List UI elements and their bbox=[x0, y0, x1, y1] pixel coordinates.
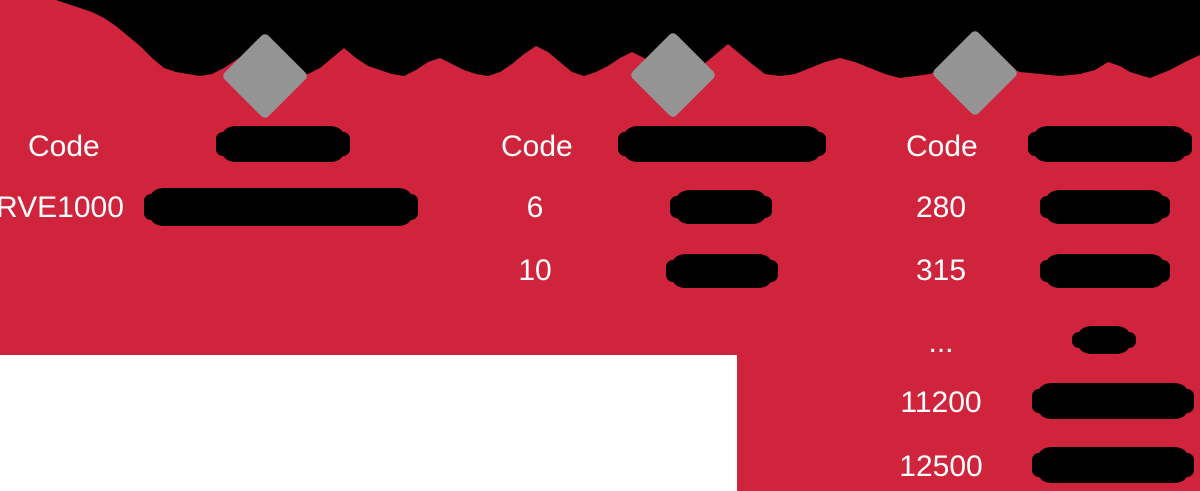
column-1-row-0-code: RVE1000 bbox=[0, 191, 124, 224]
column-3-description-header-redaction bbox=[1028, 126, 1192, 162]
column-2-row-0-description-redaction bbox=[670, 190, 772, 224]
column-2-row-1-description-redaction bbox=[666, 254, 778, 288]
column-1-row-0-description-redaction bbox=[144, 188, 418, 226]
column-3-row-4-description-redaction bbox=[1032, 447, 1194, 483]
column-3-row-2-code: ... bbox=[928, 326, 954, 359]
column-2-description-header-redaction bbox=[618, 126, 826, 162]
column-3-row-0-code: 280 bbox=[915, 191, 967, 224]
column-3-row-3-description-redaction bbox=[1032, 383, 1194, 419]
column-3-code-header: Code bbox=[906, 130, 978, 163]
column-1-description-header-redaction bbox=[216, 126, 350, 162]
column-3-row-2-description-redaction bbox=[1072, 326, 1136, 354]
column-3-row-4-code: 12500 bbox=[899, 450, 983, 483]
column-3-row-3-code: 11200 bbox=[900, 386, 982, 419]
white-panel bbox=[0, 355, 737, 491]
column-1-code-header: Code bbox=[28, 130, 100, 163]
top-redaction-band bbox=[0, 0, 1200, 120]
column-3-row-0-description-redaction bbox=[1040, 190, 1170, 224]
column-3-row-1-code: 315 bbox=[915, 254, 967, 287]
column-2-row-0-code: 6 bbox=[526, 191, 544, 224]
column-2-code-header: Code bbox=[501, 130, 573, 163]
column-3-row-1-description-redaction bbox=[1040, 254, 1170, 288]
column-2-row-1-code: 10 bbox=[518, 254, 552, 287]
